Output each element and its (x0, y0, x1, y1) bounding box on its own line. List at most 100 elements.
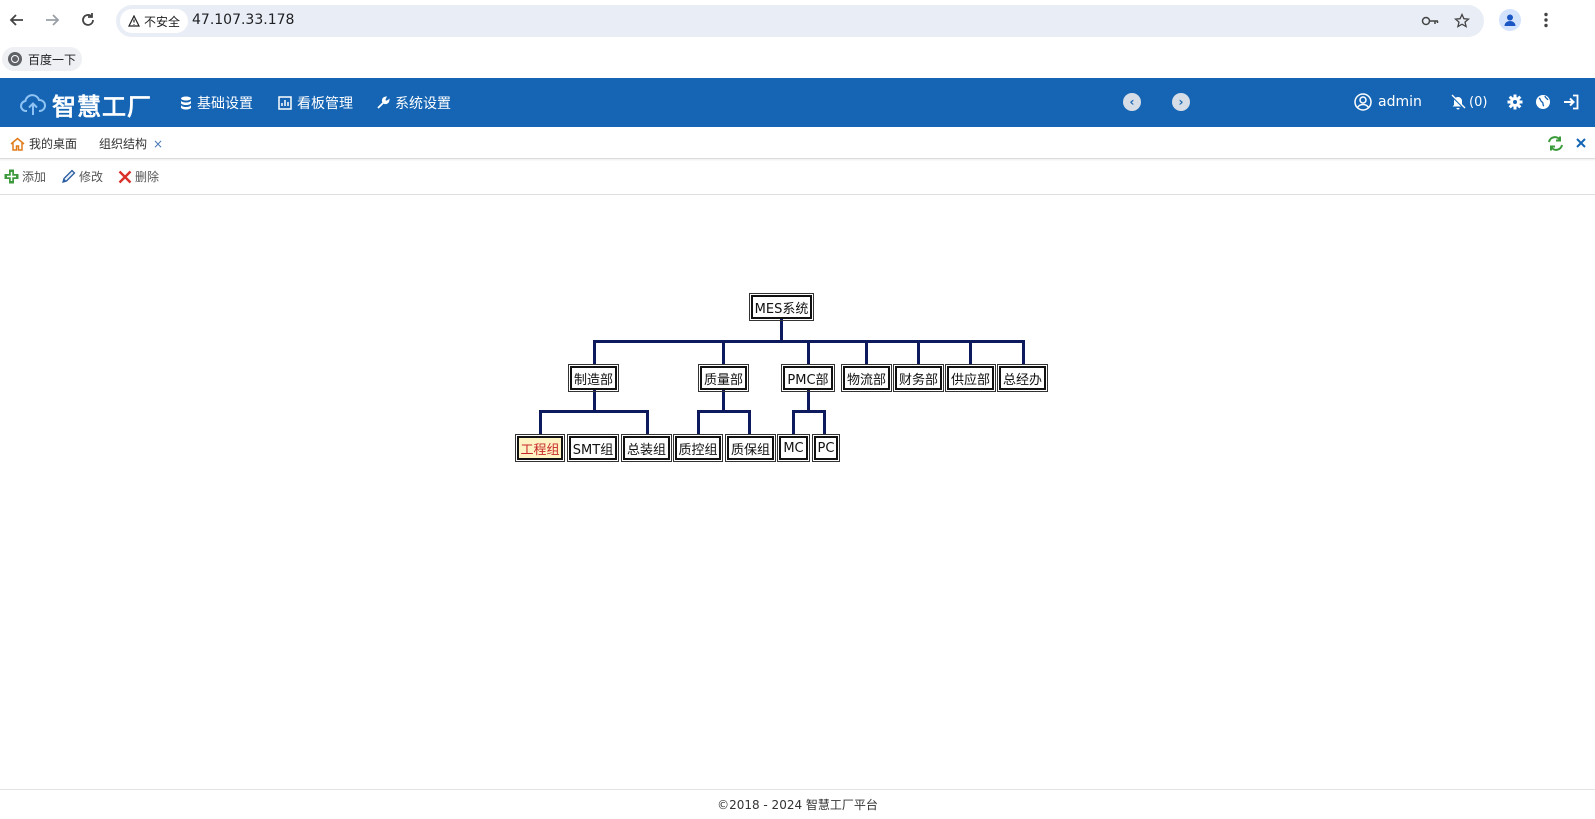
connector (593, 390, 596, 412)
cloud-upload-icon (20, 93, 46, 115)
menu-label: 系统设置 (395, 96, 451, 112)
connector (539, 410, 542, 434)
org-node-dept[interactable]: PMC部 (781, 364, 835, 392)
logout-icon (1564, 94, 1579, 110)
tab-label: 我的桌面 (29, 137, 78, 151)
logout-button[interactable] (1561, 92, 1581, 112)
reload-button[interactable] (76, 8, 100, 32)
close-icon (1576, 138, 1586, 148)
edit-label: 修改 (79, 170, 104, 184)
password-key-icon[interactable] (1420, 11, 1440, 31)
connector (917, 340, 920, 364)
menu-basic-settings[interactable]: 基础设置 (180, 93, 253, 113)
connector (539, 410, 649, 413)
menu-board-management[interactable]: 看板管理 (278, 93, 353, 113)
brand-title: 智慧工厂 (52, 93, 152, 121)
url-text[interactable]: 47.107.33.178 (192, 12, 295, 28)
tab-org-structure[interactable]: 组织结构 × (99, 135, 163, 152)
wrench-icon (377, 96, 390, 109)
refresh-tab-button[interactable] (1546, 134, 1564, 152)
copyright-text: ©2018 - 2024 智慧工厂平台 (717, 798, 878, 812)
address-bar[interactable]: 不安全 47.107.33.178 (116, 5, 1484, 37)
notifications-button[interactable]: (0) (1450, 92, 1490, 112)
bell-slash-icon (1450, 94, 1466, 110)
delete-button[interactable]: 删除 (118, 168, 159, 185)
delete-x-icon (118, 170, 132, 183)
back-button[interactable] (5, 8, 29, 32)
connector (748, 410, 751, 434)
bookmark-star-icon[interactable] (1452, 11, 1472, 31)
chevron-left-icon: ‹ (1129, 95, 1135, 109)
org-node-group[interactable]: 质保组 (725, 434, 776, 462)
menu-system-settings[interactable]: 系统设置 (376, 93, 451, 113)
connector (697, 410, 700, 434)
delete-label: 删除 (135, 170, 160, 184)
browser-menu-button[interactable] (1536, 8, 1556, 32)
plus-icon (4, 169, 19, 184)
org-node-group[interactable]: 总装组 (621, 434, 672, 462)
connector (1022, 340, 1025, 364)
prev-page-button[interactable]: ‹ (1123, 93, 1141, 111)
org-node-dept[interactable]: 供应部 (945, 364, 996, 392)
connector (722, 340, 725, 364)
connector (646, 410, 649, 434)
warning-icon (128, 15, 140, 27)
org-node-group[interactable]: 质控组 (673, 434, 723, 462)
tab-my-desktop[interactable]: 我的桌面 (10, 135, 77, 152)
chevron-right-icon: › (1178, 95, 1184, 109)
add-label: 添加 (22, 170, 47, 184)
database-icon (181, 96, 191, 110)
org-node-dept[interactable]: 制造部 (568, 364, 619, 392)
globe-icon (8, 52, 22, 66)
org-node-dept[interactable]: 物流部 (841, 364, 892, 392)
connector (722, 390, 725, 412)
connector (792, 410, 795, 434)
refresh-icon (1547, 135, 1563, 151)
reload-icon (82, 13, 94, 26)
language-button[interactable] (1533, 92, 1553, 112)
bookmarks-bar: 百度一下 (0, 40, 1595, 78)
app-header: 智慧工厂 基础设置 看板管理 系统设置 ‹ › admin (0) (0, 78, 1595, 127)
add-button[interactable]: 添加 (4, 168, 46, 185)
connector (780, 318, 783, 342)
connector (593, 340, 596, 364)
next-page-button[interactable]: › (1172, 93, 1190, 111)
org-node-dept[interactable]: 总经办 (997, 364, 1048, 392)
close-all-tabs-button[interactable] (1572, 134, 1590, 152)
person-icon (1504, 14, 1516, 26)
tab-label: 组织结构 (99, 137, 148, 151)
user-menu[interactable]: admin (1354, 93, 1422, 111)
menu-label: 看板管理 (297, 96, 353, 112)
forward-button[interactable] (40, 8, 64, 32)
edit-button[interactable]: 修改 (61, 168, 103, 185)
arrow-left-icon (9, 14, 23, 26)
board-icon (278, 96, 292, 110)
security-indicator[interactable]: 不安全 (120, 9, 189, 33)
connector (807, 390, 810, 412)
close-icon[interactable]: × (153, 136, 164, 151)
action-toolbar: 添加 修改 删除 (0, 159, 1595, 195)
bookmark-baidu[interactable]: 百度一下 (2, 47, 83, 71)
settings-button[interactable] (1505, 92, 1525, 112)
tab-bar: 我的桌面 组织结构 × (0, 127, 1595, 159)
org-node-group[interactable]: PC (812, 434, 840, 462)
org-node-group-selected[interactable]: 工程组 (515, 434, 565, 462)
org-node-dept[interactable]: 质量部 (698, 364, 749, 392)
connector (823, 410, 826, 434)
pencil-icon (62, 169, 76, 183)
security-label: 不安全 (144, 14, 181, 29)
globe-icon (1536, 95, 1550, 109)
profile-button[interactable] (1499, 9, 1521, 31)
username: admin (1378, 94, 1422, 110)
brand[interactable]: 智慧工厂 (20, 87, 152, 122)
connector (969, 340, 972, 364)
bookmark-label: 百度一下 (28, 52, 77, 67)
org-node-root[interactable]: MES系统 (749, 293, 814, 321)
menu-label: 基础设置 (197, 96, 253, 112)
org-node-group[interactable]: SMT组 (567, 434, 619, 462)
connector (865, 340, 868, 364)
footer: ©2018 - 2024 智慧工厂平台 (0, 789, 1595, 819)
org-node-group[interactable]: MC (777, 434, 810, 462)
notification-count: (0) (1469, 94, 1488, 110)
org-node-dept[interactable]: 财务部 (893, 364, 944, 392)
